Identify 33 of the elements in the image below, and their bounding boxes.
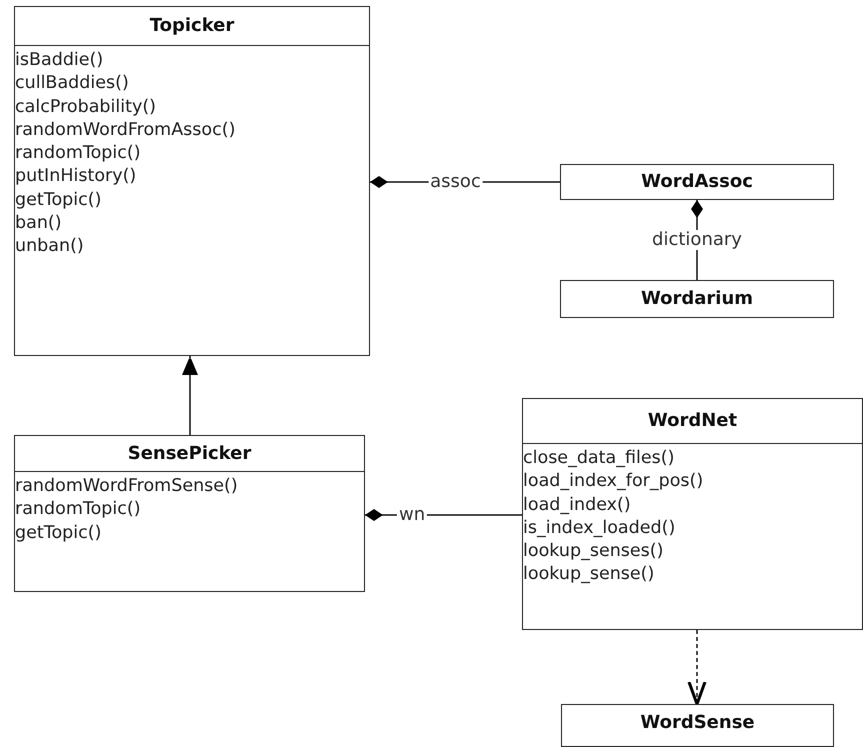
class-name: SensePicker — [15, 436, 364, 472]
method-name: randomWordFromAssoc() — [15, 118, 236, 142]
method-name: lookup_sense() — [523, 563, 656, 586]
method-name: load_index() — [523, 494, 632, 517]
class-box — [560, 164, 834, 200]
class-name: Wordarium — [640, 287, 754, 311]
class-name: Topicker — [15, 7, 369, 46]
class-box — [14, 6, 370, 356]
method-name: isBaddie() — [15, 49, 104, 72]
method-name: unban() — [15, 235, 85, 258]
method-name: ban() — [15, 212, 63, 236]
class-box — [560, 280, 834, 318]
class-name: WordNet — [523, 399, 862, 444]
method-name: randomWordFromSense() — [15, 475, 239, 498]
method-name: getTopic() — [15, 188, 102, 212]
class-name: WordSense — [639, 711, 756, 735]
method-name: putInHistory() — [15, 165, 138, 188]
method-name: getTopic() — [15, 522, 102, 545]
inheritance-arrow — [182, 356, 198, 435]
dependency-arrow — [688, 630, 706, 706]
class-name: WordAssoc — [640, 170, 754, 194]
method-name: is_index_loaded() — [523, 516, 676, 540]
method-name: lookup_senses() — [523, 540, 664, 564]
method-name: calcProbability() — [15, 96, 157, 119]
edge-label: dictionary — [650, 230, 744, 250]
class-box — [522, 398, 863, 630]
method-name: randomTopic() — [15, 498, 142, 522]
method-name: load_index_for_pos() — [523, 470, 704, 494]
method-name: cullBaddies() — [15, 72, 130, 96]
method-name: close_data_files() — [523, 447, 676, 470]
class-box — [14, 435, 365, 592]
class-box — [561, 704, 834, 747]
method-name: randomTopic() — [15, 142, 142, 166]
